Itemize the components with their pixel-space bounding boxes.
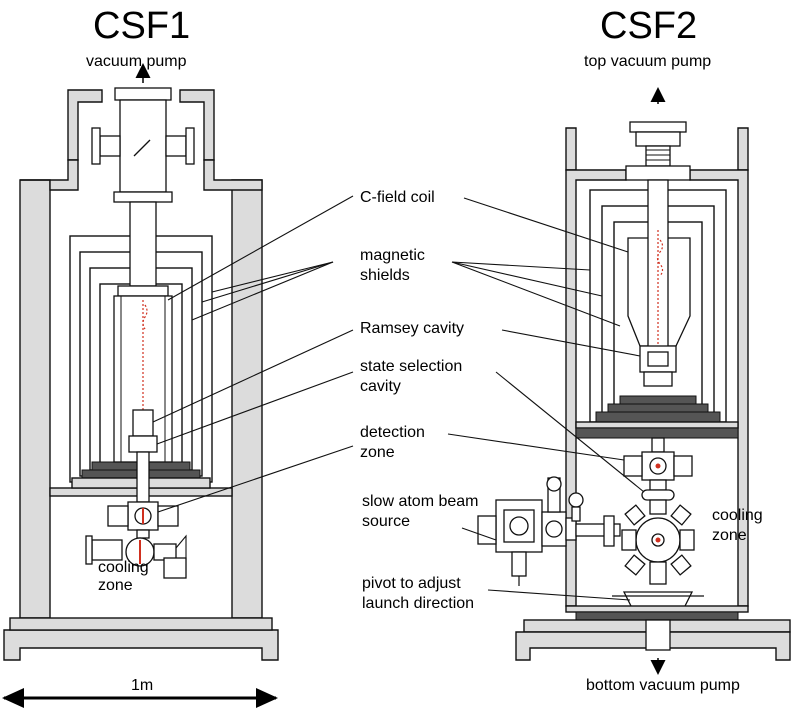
csf2-pump-head: [629, 121, 687, 133]
label-cooling-zone-left-1: cooling: [98, 559, 149, 576]
csf2-cap-left: [565, 127, 577, 171]
csf2-shield-plate-3: [595, 411, 721, 423]
slow-atom-beam-source: [477, 476, 621, 586]
csf1-detection-arm-right: [157, 505, 179, 527]
csf2-state-selection-cavity: [643, 371, 673, 387]
csf2-cooling-arm-right: [679, 529, 695, 551]
csf1-upper-tube: [129, 201, 157, 287]
csf1-apparatus: [3, 63, 279, 661]
csf2-lower-shelf: [565, 605, 749, 613]
csf2-detection-arm-left: [623, 455, 643, 477]
csf2-bottom-port: [645, 619, 671, 651]
label-detection-zone-1: detection: [360, 424, 425, 441]
scale-arrow-left: [2, 688, 24, 708]
csf1-ramsey-cavity: [132, 409, 154, 437]
csf1-cross-flange-left: [91, 127, 101, 165]
label-state-selection-2: cavity: [360, 378, 401, 395]
label-cooling-zone-right-2: zone: [712, 527, 747, 544]
csf2-leader-lines: [447, 197, 645, 601]
label-state-selection-1: state selection: [360, 358, 462, 375]
csf1-base: [3, 629, 279, 661]
label-detection-zone-2: zone: [360, 444, 395, 461]
label-slow-atom-beam-1: slow atom beam: [362, 493, 479, 510]
csf1-cross-arm-right: [165, 135, 187, 157]
csf1-frame-top-left: [20, 159, 79, 191]
csf2-detection-arm-right: [673, 455, 693, 477]
csf1-base-top: [9, 617, 273, 631]
label-pivot-1: pivot to adjust: [362, 575, 461, 592]
csf2-title: CSF2: [600, 5, 697, 47]
label-cooling-zone-right-1: cooling: [712, 507, 763, 524]
label-ramsey-cavity: Ramsey cavity: [360, 320, 464, 337]
csf2-mid-shelf: [575, 421, 739, 429]
label-scale: 1m: [131, 677, 153, 694]
csf2-cooling-arm-left: [621, 529, 637, 551]
csf1-frame-top-right: [203, 159, 263, 191]
csf1-vacuum-cross: [119, 99, 167, 193]
csf1-cooling-arm-left: [91, 539, 123, 561]
label-pivot-2: launch direction: [362, 595, 474, 612]
label-cooling-zone-left-2: zone: [98, 577, 133, 594]
label-magnetic-shields-2: shields: [360, 267, 410, 284]
csf1-pump-flange: [114, 87, 172, 101]
csf2-bellows: [645, 145, 671, 167]
label-vacuum-pump: vacuum pump: [86, 53, 187, 70]
csf1-frame-right: [231, 179, 263, 619]
csf1-cross-flange-right: [185, 127, 195, 165]
csf2-cap-right: [737, 127, 749, 171]
csf1-cross-bottom-flange: [113, 191, 173, 203]
csf1-detection-arm-left: [107, 505, 129, 527]
scale-arrow-right: [256, 688, 278, 708]
csf1-cross-arm-left: [99, 135, 121, 157]
csf1-coil-top-flange: [117, 285, 169, 297]
scale-bar: 1m: [2, 677, 278, 708]
label-c-field-coil: C-field coil: [360, 189, 435, 206]
csf1-source-block: [163, 557, 187, 579]
csf2-shield-plate-2: [607, 403, 709, 413]
label-slow-atom-beam-2: source: [362, 513, 410, 530]
csf1-title: CSF1: [93, 5, 190, 47]
csf1-frame-left: [19, 179, 51, 619]
csf2-top-flange: [625, 165, 691, 181]
label-top-vacuum-pump: top vacuum pump: [584, 53, 711, 70]
csf2-apparatus: [477, 87, 791, 675]
csf1-leader-lines: [152, 195, 354, 513]
csf2-shield-plate-1: [619, 395, 697, 405]
source-end-block: [477, 515, 497, 545]
csf2-pump-flange: [635, 131, 681, 147]
label-magnetic-shields-1: magnetic: [360, 247, 425, 264]
csf1-state-selection-cavity: [128, 435, 158, 453]
label-bottom-vacuum-pump: bottom vacuum pump: [586, 677, 740, 694]
csf1-lower-tube: [136, 451, 150, 503]
